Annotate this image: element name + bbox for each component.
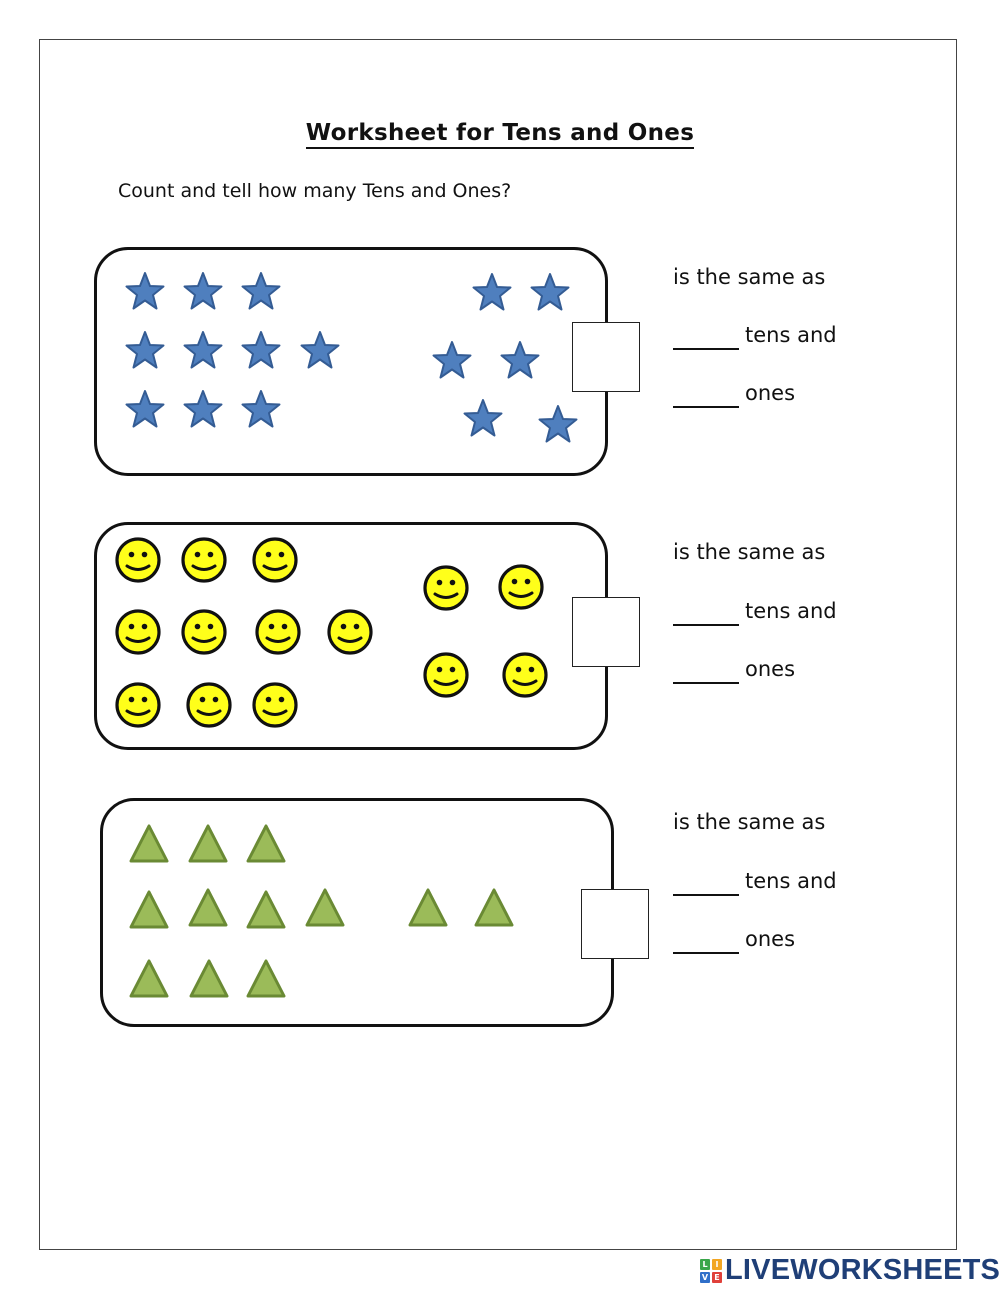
triangle-icon (245, 888, 287, 932)
logo-tile: L (700, 1258, 710, 1270)
smiley-icon (498, 564, 544, 610)
smiley-icon (423, 652, 469, 698)
ones-label: ones (745, 381, 796, 405)
smiley-icon (181, 609, 227, 655)
smiley-icon (502, 652, 548, 698)
star-icon (183, 270, 223, 312)
exercise-3-panel (100, 798, 614, 1027)
star-icon (432, 339, 472, 381)
smiley-icon (115, 609, 161, 655)
triangle-icon (188, 957, 230, 1001)
tens-label: tens and (745, 869, 837, 893)
smiley-icon (181, 537, 227, 583)
star-icon (183, 329, 223, 371)
worksheet-frame (39, 39, 957, 1250)
star-icon (300, 329, 340, 371)
star-icon (472, 271, 512, 313)
liveworksheets-logo: L I V E LIVEWORKSHEETS (700, 1254, 1000, 1287)
logo-tile: V (700, 1271, 710, 1283)
ones-row: ones (673, 381, 795, 408)
worksheet-title: Worksheet for Tens and Ones (0, 120, 1000, 149)
star-icon (241, 329, 281, 371)
ones-label: ones (745, 927, 796, 951)
triangle-icon (304, 886, 346, 930)
smiley-icon (255, 609, 301, 655)
triangle-icon (473, 886, 515, 930)
exercise-2-ones-input[interactable] (673, 661, 739, 684)
star-icon (530, 271, 570, 313)
triangle-icon (128, 888, 170, 932)
star-icon (538, 403, 578, 445)
star-icon (241, 270, 281, 312)
tens-label: tens and (745, 323, 837, 347)
smiley-icon (252, 537, 298, 583)
exercise-2-number-input[interactable] (572, 597, 640, 667)
star-icon (183, 388, 223, 430)
star-icon (125, 270, 165, 312)
star-icon (463, 397, 503, 439)
triangle-icon (245, 957, 287, 1001)
exercise-3-number-input[interactable] (581, 889, 649, 959)
exercise-1-ones-input[interactable] (673, 385, 739, 408)
triangle-icon (245, 822, 287, 866)
tens-row: tens and (673, 323, 837, 350)
same-as-label: is the same as (673, 265, 826, 289)
smiley-icon (423, 565, 469, 611)
triangle-icon (128, 957, 170, 1001)
smiley-icon (252, 682, 298, 728)
smiley-icon (115, 682, 161, 728)
triangle-icon (187, 822, 229, 866)
exercise-2-tens-input[interactable] (673, 603, 739, 626)
triangle-icon (128, 822, 170, 866)
star-icon (125, 388, 165, 430)
star-icon (241, 388, 281, 430)
ones-label: ones (745, 657, 796, 681)
exercise-3-tens-input[interactable] (673, 873, 739, 896)
logo-text: LIVEWORKSHEETS (725, 1254, 1000, 1286)
tens-row: tens and (673, 599, 837, 626)
logo-tile: E (712, 1271, 722, 1283)
tens-label: tens and (745, 599, 837, 623)
smiley-icon (327, 609, 373, 655)
ones-row: ones (673, 657, 795, 684)
triangle-icon (407, 886, 449, 930)
star-icon (500, 339, 540, 381)
same-as-label: is the same as (673, 540, 826, 564)
logo-tiles-icon: L I V E (700, 1258, 722, 1283)
tens-row: tens and (673, 869, 837, 896)
exercise-1-tens-input[interactable] (673, 327, 739, 350)
smiley-icon (186, 682, 232, 728)
exercise-3-ones-input[interactable] (673, 931, 739, 954)
same-as-label: is the same as (673, 810, 826, 834)
exercise-1-number-input[interactable] (572, 322, 640, 392)
smiley-icon (115, 537, 161, 583)
star-icon (125, 329, 165, 371)
ones-row: ones (673, 927, 795, 954)
triangle-icon (187, 886, 229, 930)
instruction-text: Count and tell how many Tens and Ones? (118, 180, 512, 202)
logo-tile: I (712, 1258, 722, 1270)
